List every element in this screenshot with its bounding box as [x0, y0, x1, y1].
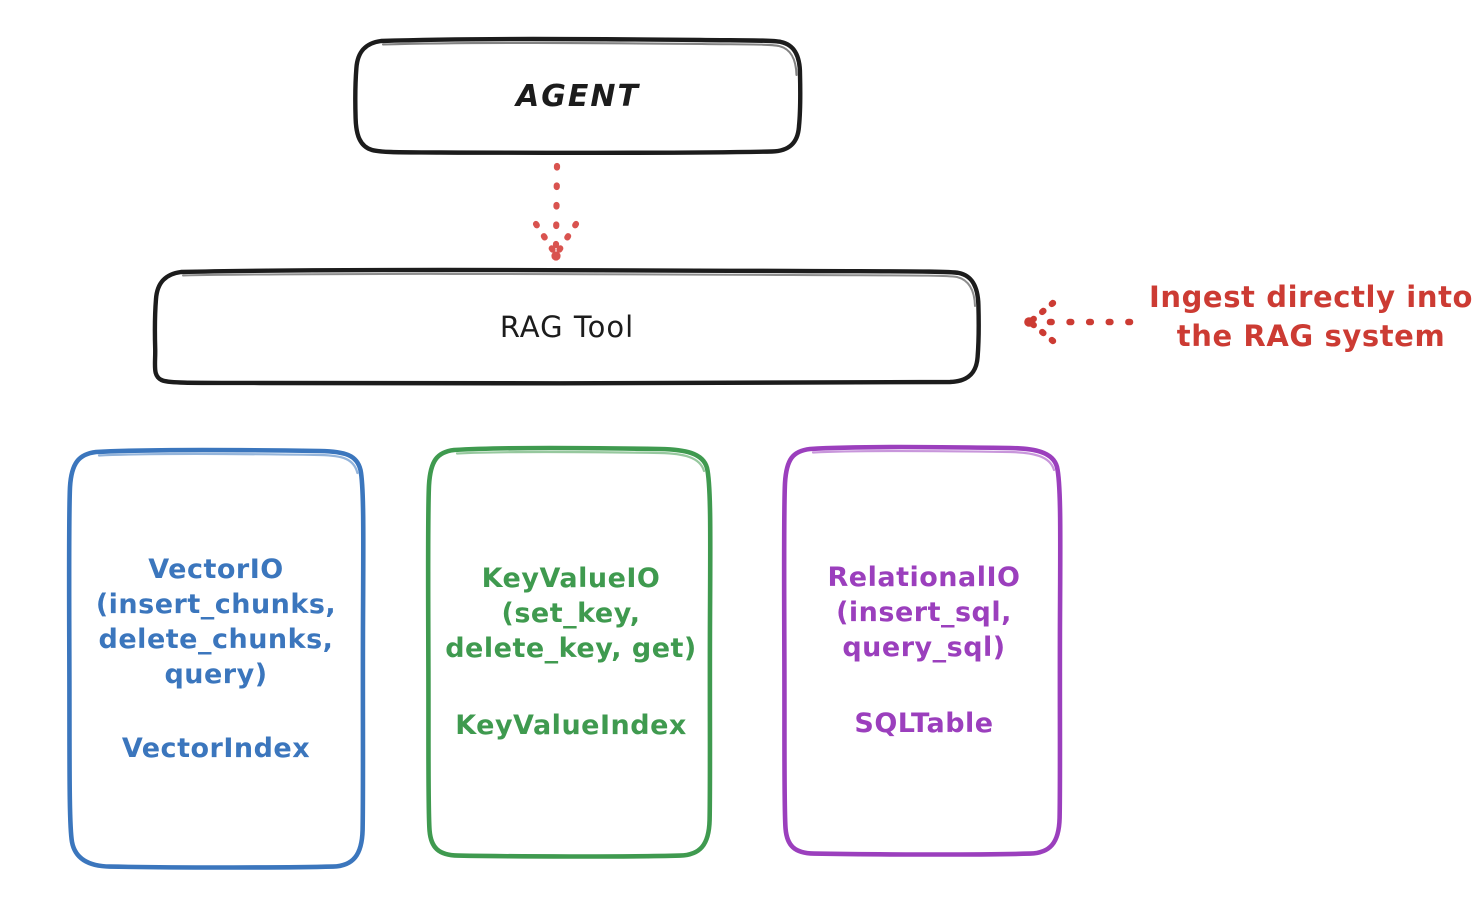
vector-io-signature: VectorIO (insert_chunks, delete_chunks, … — [95, 553, 337, 690]
agent-to-rag-tool-arrow — [532, 162, 580, 261]
vector-io-implementation: VectorIndex — [121, 733, 311, 765]
relational-io-implementation: SQLTable — [854, 707, 994, 739]
rag-tool-node-label[interactable]: RAG Tool — [499, 310, 635, 344]
relational-io-signature: RelationalIO (insert_sql, query_sql) — [827, 562, 1021, 664]
ingest-annotation-text: Ingest directly into the RAG system — [1148, 280, 1474, 354]
ingest-to-rag-tool-arrow — [1024, 299, 1134, 345]
agent-node-label[interactable]: AGENT — [516, 79, 640, 114]
vector-io-node[interactable]: VectorIO (insert_chunks, delete_chunks, … — [68, 450, 364, 868]
key-value-io-signature: KeyValueIO (set_key, delete_key, get) — [445, 562, 697, 665]
relational-io-node[interactable]: RelationalIO (insert_sql, query_sql) SQL… — [784, 447, 1064, 854]
key-value-io-node[interactable]: KeyValueIO (set_key, delete_key, get) Ke… — [428, 448, 714, 856]
key-value-io-implementation: KeyValueIndex — [455, 710, 687, 742]
